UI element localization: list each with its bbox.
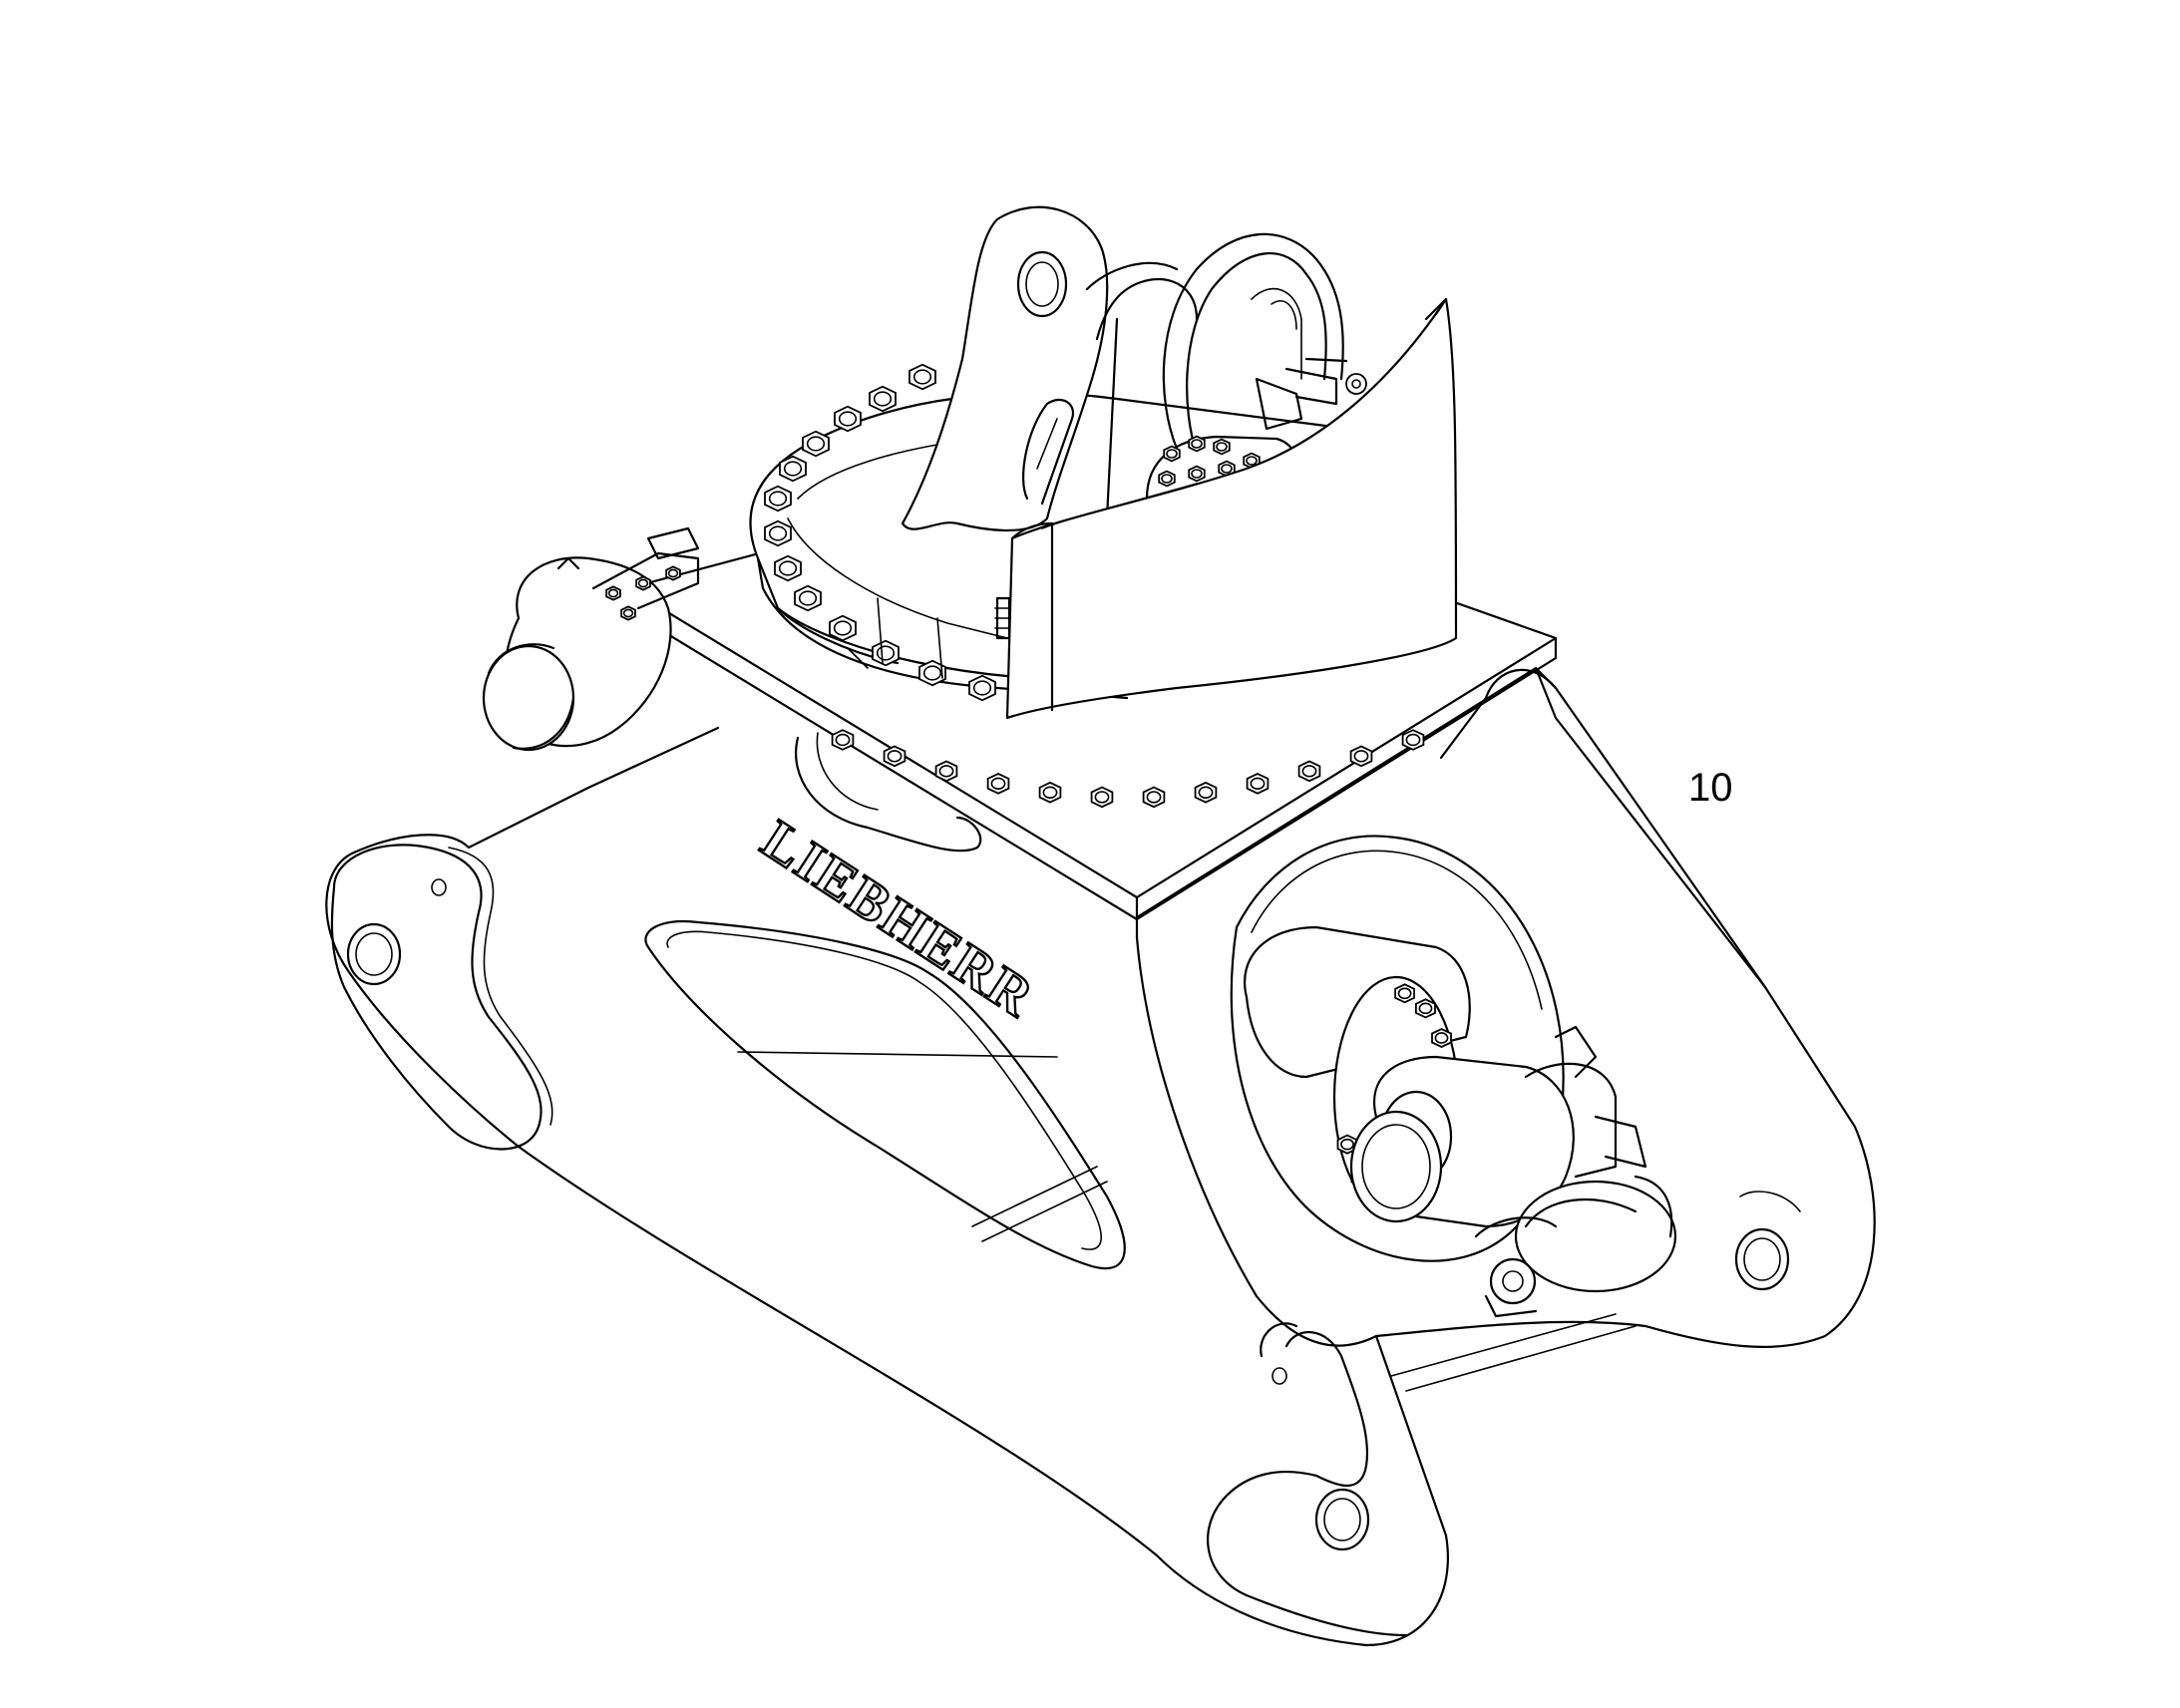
lower-bolt (1090, 786, 1114, 809)
ring-bolt (764, 485, 792, 512)
ring-bolt (794, 584, 822, 612)
ring-bolt-head (922, 665, 942, 681)
ring-bolt-head (783, 461, 803, 477)
right-cylinder-assembly (1244, 925, 1677, 1318)
flange-bolt (1431, 1028, 1452, 1048)
clamp-bolt (635, 575, 651, 591)
valve-bolt (1163, 445, 1181, 463)
ring-bolt (834, 405, 862, 433)
ring-bolt-head (912, 369, 932, 385)
clamp-bolt-head (622, 608, 634, 618)
lower-bolt-head (1146, 791, 1162, 804)
lower-bolt (1246, 773, 1270, 795)
ring-bolt-head (778, 560, 798, 576)
clamp-bolt (665, 565, 681, 581)
ring-bolt-head (876, 645, 896, 661)
lower-bolt-head (1250, 777, 1266, 791)
top-bracket (901, 205, 1344, 531)
valve-bolt-head (1246, 456, 1258, 466)
ring-bolts (764, 363, 996, 702)
flange-bolt-head (1418, 1002, 1433, 1015)
clamp-bolt-head (637, 578, 649, 588)
ring-bolt-head (972, 680, 992, 696)
flange-bolt (1394, 983, 1415, 1004)
valve-bolt-head (1166, 449, 1178, 459)
ring-bolt (802, 430, 830, 458)
ring-bolt (908, 363, 936, 391)
lower-bolt (986, 773, 1010, 795)
lower-bolt (883, 745, 907, 768)
valve-bolt-head (1191, 439, 1203, 449)
clamp-bolt (620, 605, 636, 621)
ring-bolt-head (768, 491, 788, 507)
valve-bolt (1158, 470, 1176, 488)
lower-bolt-head (990, 777, 1006, 791)
lower-bolt (1401, 729, 1425, 751)
lower-bolt (1142, 786, 1166, 809)
ring-bolt (829, 614, 857, 642)
flange-bolt (1415, 998, 1436, 1019)
valve-bolt-head (1161, 474, 1173, 484)
ring-bolt (918, 659, 946, 687)
lower-bolt-row (831, 729, 1425, 809)
cover-shield (1005, 297, 1458, 720)
valve-bolt-head (1221, 464, 1233, 474)
side-frame (1135, 666, 1767, 1347)
ring-bolt (774, 554, 802, 582)
ring-bolt-head (838, 411, 858, 427)
valve-bolt (1188, 465, 1206, 483)
lower-bolt-head (938, 765, 954, 778)
lower-bolt-head (1353, 750, 1369, 763)
ring-bolt (869, 385, 897, 413)
ring-bolt (968, 674, 996, 702)
ring-bolt (872, 639, 900, 667)
clamp-bolt (605, 585, 621, 601)
clamp-bolt-head (667, 568, 679, 578)
ring-bolt-head (768, 525, 788, 541)
lower-bolt (1038, 781, 1062, 804)
ring-bolt (764, 519, 792, 547)
lower-bolt (831, 729, 855, 751)
flange-bolt-head (1434, 1032, 1449, 1044)
lower-bolt (1349, 745, 1373, 768)
lower-bolt (1194, 781, 1218, 804)
valve-bolt (1188, 435, 1206, 453)
flange-bolt-head (1397, 987, 1412, 1000)
lower-bolt (934, 760, 958, 783)
lower-frame (325, 668, 1876, 1647)
ring-bolt (779, 455, 807, 483)
lower-bolt-head (1042, 786, 1058, 799)
flange-bolt-head (1340, 1138, 1354, 1151)
svg-text:LIEBHERR: LIEBHERR (751, 809, 1045, 1030)
brand-marking: LIEBHERR (750, 808, 1047, 1031)
valve-bolt-head (1191, 469, 1203, 479)
lower-bolt-head (887, 750, 903, 763)
lower-bolt (1297, 760, 1321, 783)
left-cylinder-pin (482, 526, 700, 752)
ring-bolt-head (833, 620, 853, 636)
clamp-bolt-head (607, 588, 619, 598)
ring-bolt-head (873, 391, 893, 407)
lower-bolt-head (835, 733, 851, 747)
lower-bolt-head (1405, 733, 1421, 747)
valve-bolt-head (1216, 442, 1228, 452)
lower-bolt-head (1094, 791, 1110, 804)
lower-bolt-head (1301, 765, 1317, 778)
lower-bolt-head (1198, 786, 1214, 799)
ring-bolt-head (798, 590, 818, 606)
valve-bolt (1213, 438, 1231, 456)
part-number: 10 (1688, 766, 1733, 810)
ring-bolt-head (806, 436, 826, 452)
